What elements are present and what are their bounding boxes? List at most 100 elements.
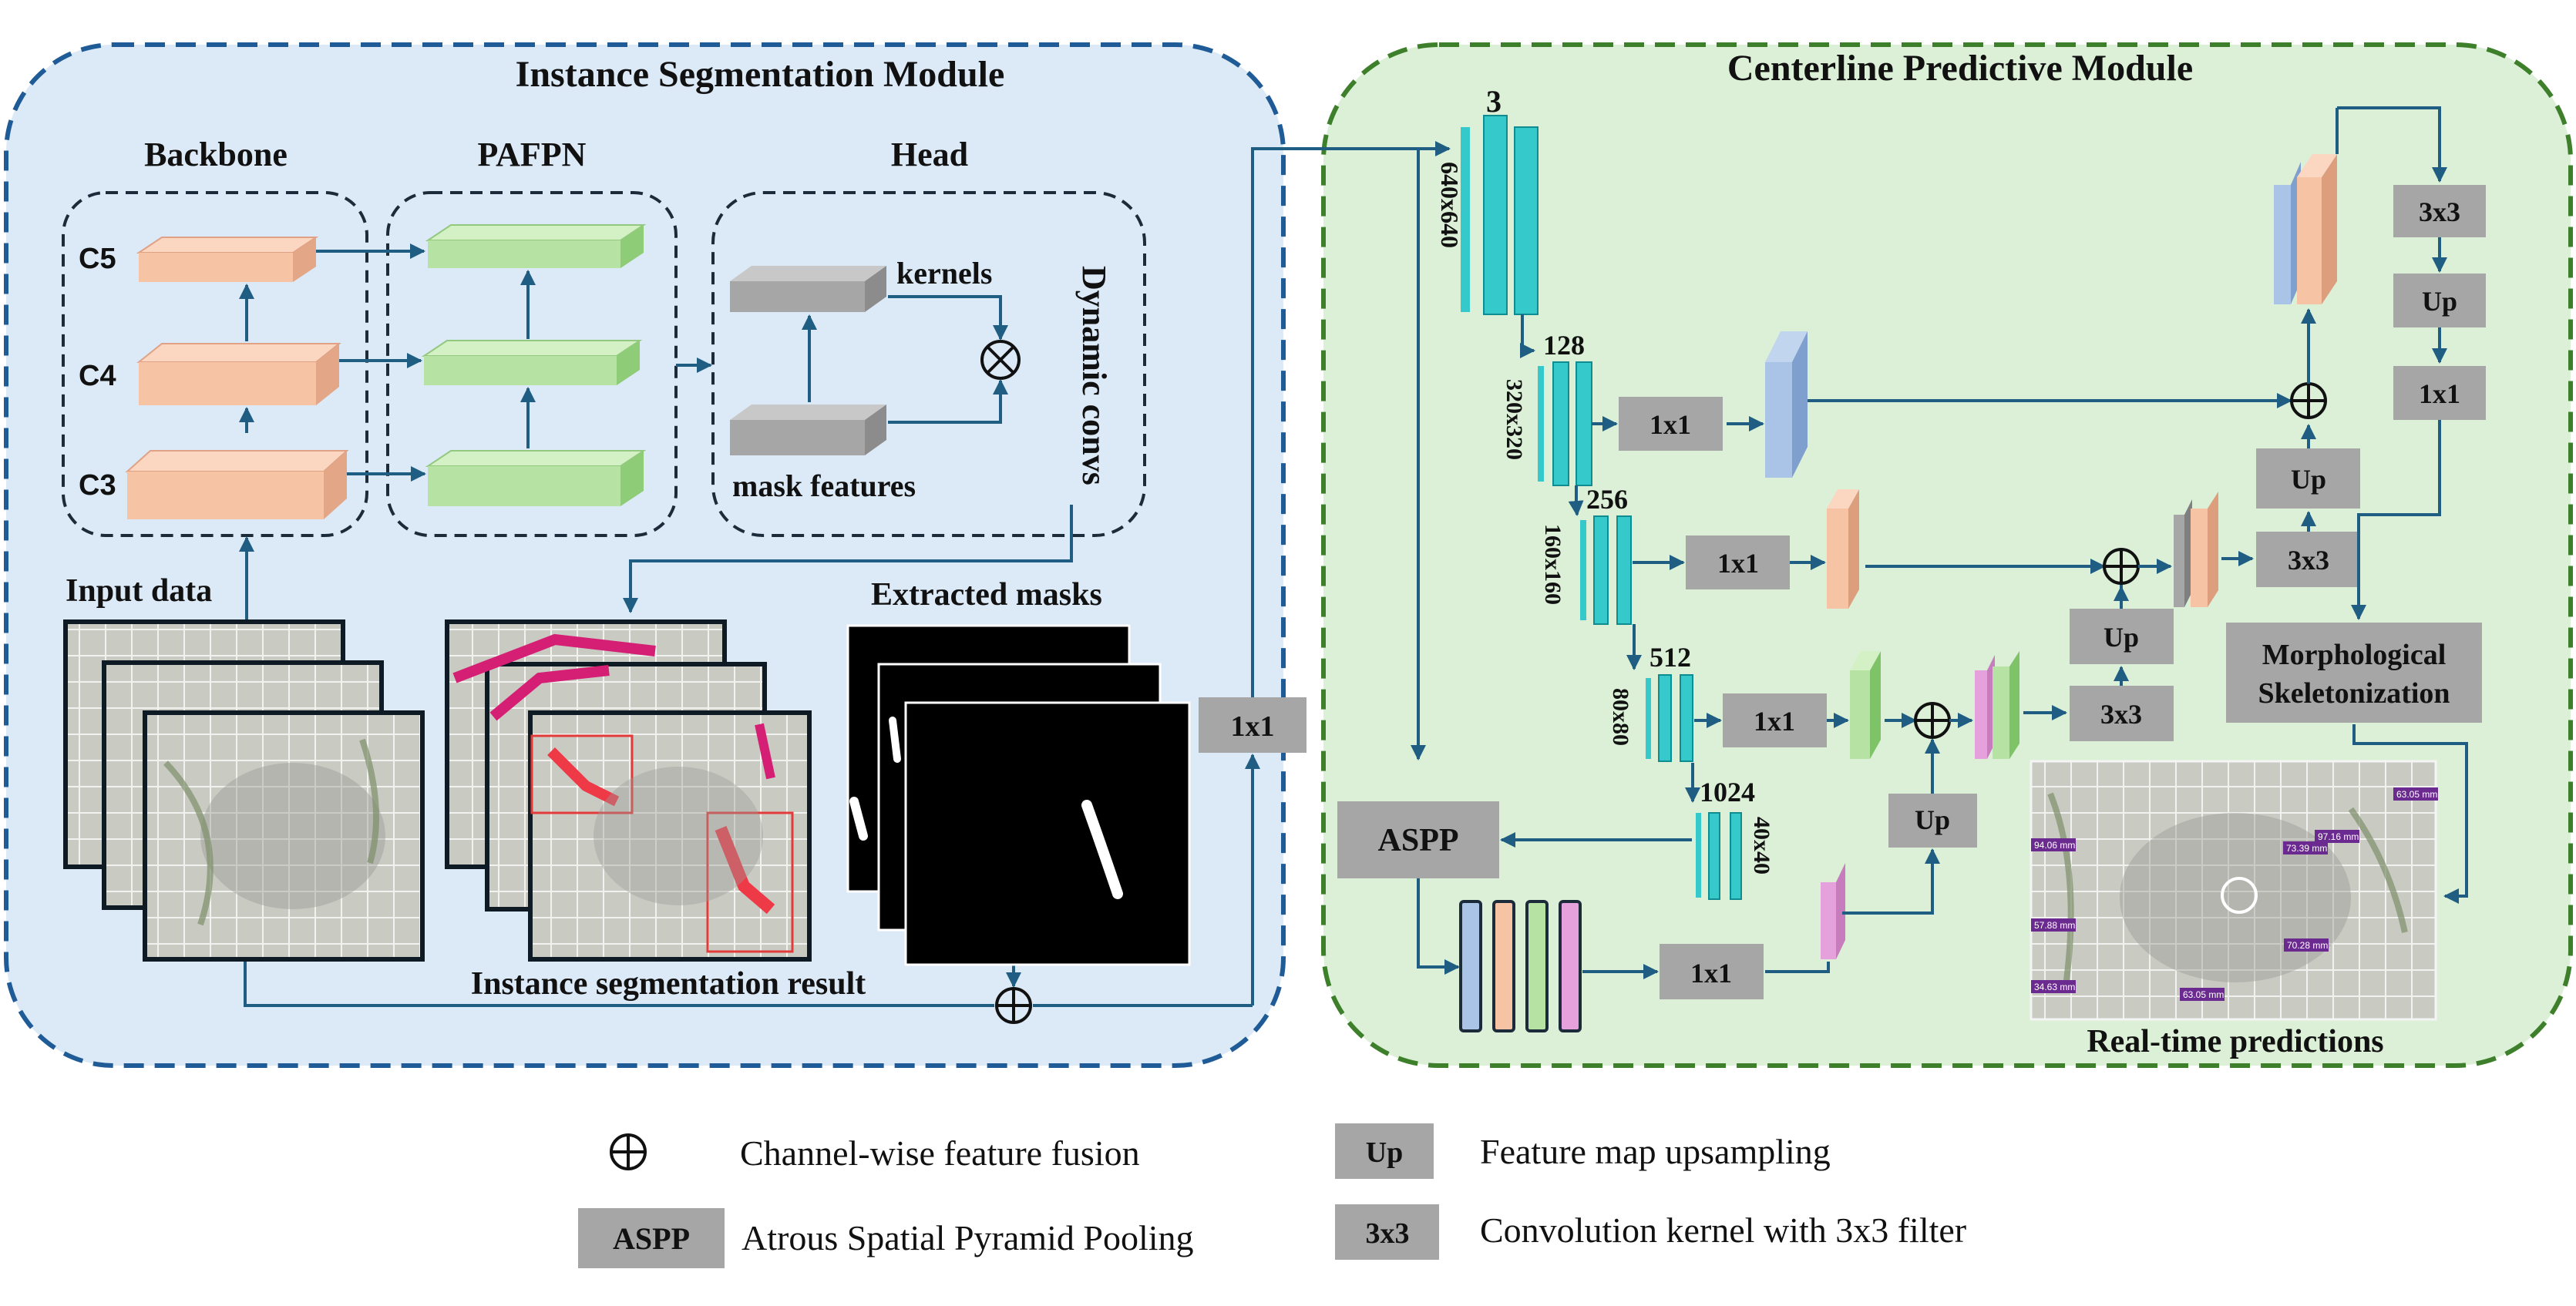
measurement-1: 63.05 mm: [2396, 789, 2437, 800]
mask-features-slab: [730, 405, 886, 455]
conv1x1-top: [2393, 366, 2486, 420]
backbone-block: [62, 191, 368, 537]
c3-label: C3: [79, 469, 116, 502]
skip-feature-blue: [1727, 331, 1808, 478]
head-label: Head: [891, 136, 968, 173]
pafpn-p3-slab: [425, 450, 647, 506]
legend-aspp-box-label: ASPP: [613, 1221, 690, 1256]
conv3x3-160-label: 3x3: [2288, 545, 2329, 576]
centerline-module-title: Centerline Predictive Module: [1727, 48, 2193, 89]
legend-aspp-text: Atrous Spatial Pyramid Pooling: [742, 1218, 1194, 1257]
up-160-label: Up: [2104, 622, 2139, 653]
pafpn-p4-slab: [421, 340, 643, 385]
skip-1x1-320: [1592, 397, 1723, 451]
pafpn-label: PAFPN: [478, 136, 587, 173]
skip-1x1-160-label: 1x1: [1717, 548, 1759, 579]
enc-size-40: 40x40: [1749, 817, 1774, 875]
aspp-feature-pink: [1765, 863, 1845, 973]
up-320: [2256, 424, 2360, 509]
aspp-box: [1337, 801, 1499, 878]
measurement-3: 73.39 mm: [2286, 843, 2327, 854]
up-80: [1842, 738, 1977, 915]
seg-fusion-icon: [995, 987, 1032, 1024]
legend-up-box-label: Up: [1366, 1136, 1404, 1169]
legend-aspp-box: [578, 1208, 725, 1268]
encoder-block-80: [1646, 674, 1693, 762]
pafpn-block: [386, 191, 678, 537]
enc-size-80: 80x80: [1608, 688, 1633, 746]
instance-1x1-box: [1199, 697, 1306, 753]
c5-label: C5: [79, 243, 116, 275]
realtime-predictions-image: [2030, 760, 2438, 1021]
skip-1x1-160: [1633, 535, 1790, 589]
fusion-80-icon: [1885, 702, 1973, 739]
fused-320-slab: [2274, 154, 2337, 304]
segmentation-result-stack: [445, 619, 812, 962]
skip-1x1-80-label: 1x1: [1754, 706, 1795, 737]
kernels-slab: [730, 266, 886, 312]
encoder-arrows: [1411, 149, 1700, 803]
legend-3x3-text: Convolution kernel with 3x3 filter: [1480, 1210, 1966, 1250]
pafpn-p5-slab: [425, 224, 647, 268]
enc-channels-1024: 1024: [1700, 777, 1755, 807]
measurement-2: 97.16 mm: [2318, 831, 2359, 842]
conv3x3-160: [2256, 511, 2360, 587]
backbone-c5-slab: [136, 237, 319, 282]
skip-feature-peach: [1790, 489, 1859, 609]
conv1x1-top-label: 1x1: [2419, 378, 2460, 409]
head-block: [711, 191, 1146, 537]
backbone-c3-slab: [125, 450, 349, 519]
extracted-masks-label: Extracted masks: [871, 577, 1102, 613]
up-top-label: Up: [2422, 286, 2457, 317]
extracted-masks-stack: [846, 624, 1191, 966]
kernels-label: kernels: [896, 256, 992, 290]
fusion-160-icon: [1865, 548, 2172, 609]
aspp-label: ASPP: [1378, 823, 1459, 858]
conv3x3-80-label: 3x3: [2100, 699, 2142, 730]
morph-line2: Skeletonization: [2258, 677, 2450, 710]
measurement-6: 70.28 mm: [2287, 940, 2328, 951]
c4-label: C4: [79, 360, 116, 392]
top-path-arrows: [2336, 106, 2447, 620]
measurement-5: 57.88 mm: [2034, 920, 2075, 931]
conv3x3-top-label: 3x3: [2419, 196, 2460, 227]
encoder-block-320: [1538, 361, 1592, 486]
mask-features-label: mask features: [732, 468, 916, 503]
measurement-8: 63.05 mm: [2183, 989, 2224, 1000]
measurement-7: 34.63 mm: [2034, 982, 2075, 992]
encoder-block-160: [1580, 515, 1632, 625]
skip-1x1-80: [1694, 693, 1827, 747]
skip-feature-green: [1827, 651, 1881, 759]
fusion-320-icon: [1808, 308, 2327, 419]
realtime-predictions-label: Real-time predictions: [2087, 1024, 2383, 1059]
morph-line1: Morphological: [2262, 639, 2447, 671]
enc-channels-128: 128: [1543, 330, 1585, 361]
measurement-4: 94.06 mm: [2034, 840, 2075, 851]
legend-fusion-text: Channel-wise feature fusion: [740, 1133, 1140, 1173]
input-data-stack: [63, 619, 425, 962]
input-data-label: Input data: [66, 573, 212, 609]
up-top: [2393, 274, 2486, 327]
conv3x3-top: [2393, 185, 2486, 237]
backbone-label: Backbone: [144, 136, 288, 173]
aspp-branches: [1417, 878, 1582, 1032]
enc-size-160: 160x160: [1540, 524, 1565, 605]
legend-3x3-box-label: 3x3: [1366, 1217, 1410, 1250]
enc-channels-512: 512: [1650, 642, 1691, 673]
up-80-label: Up: [1915, 804, 1950, 835]
skip-1x1-320-label: 1x1: [1650, 409, 1691, 440]
encoder-block-40: [1696, 812, 1742, 900]
enc-channels-256: 256: [1586, 484, 1628, 515]
encoder-block-640: [1461, 115, 1539, 315]
backbone-c4-slab: [136, 343, 341, 405]
dynamic-convs-label: Dynamic convs: [1075, 266, 1113, 485]
legend-3x3-box: [1335, 1204, 1439, 1260]
up-320-label: Up: [2291, 464, 2326, 495]
legend-fusion-icon: [610, 1133, 647, 1170]
aspp-1x1: [1582, 944, 1764, 999]
enc-size-640: 640x640: [1436, 162, 1464, 248]
fused-80-slab: [1975, 651, 2067, 759]
conv3x3-80: [2070, 666, 2174, 741]
instance-module-title: Instance Segmentation Module: [516, 54, 1005, 95]
